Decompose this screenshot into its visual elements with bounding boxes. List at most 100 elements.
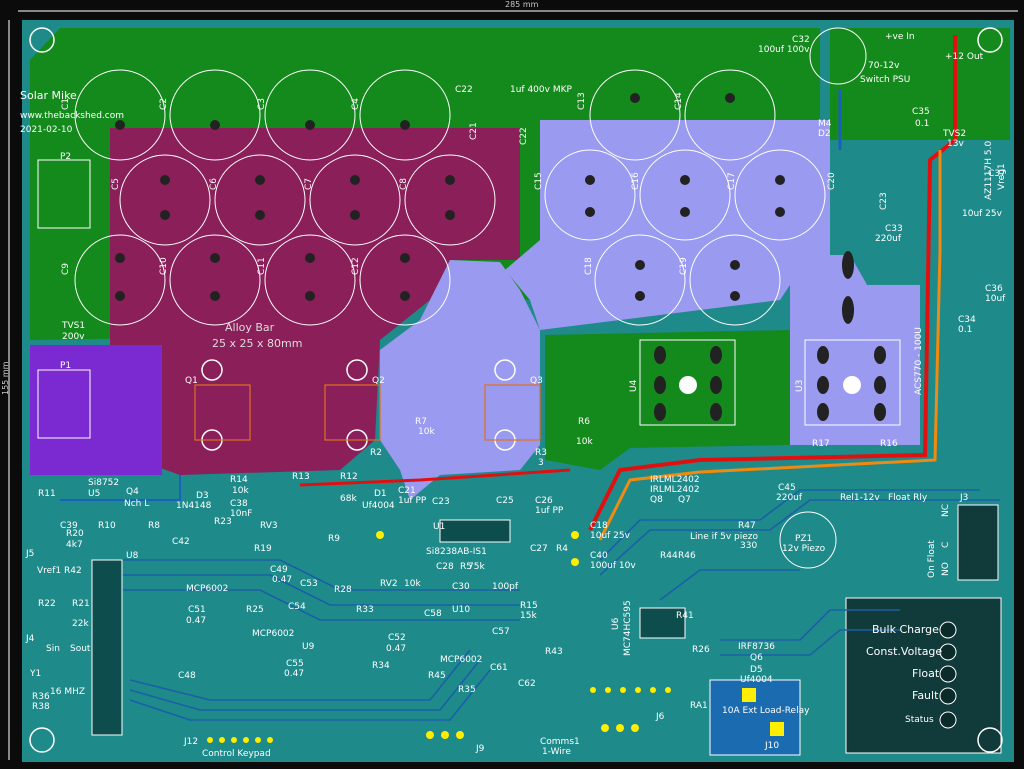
r19-label: R19 — [254, 544, 272, 554]
d2-label: D2 — [818, 129, 831, 139]
p1-label: P1 — [60, 361, 72, 371]
capacitor-designator: C16 — [631, 172, 641, 190]
r8-label: R8 — [148, 521, 160, 531]
capacitor-designator: C5 — [111, 177, 121, 190]
r46-label: R46 — [678, 551, 696, 561]
c33-value: 220uf — [875, 234, 902, 244]
c36-value: 10uf — [985, 294, 1006, 304]
c58-label: C58 — [424, 609, 442, 619]
p2-terminal — [37, 159, 91, 229]
capacitor-designator: C14 — [674, 92, 684, 110]
vref1-label: Vref1 — [37, 566, 62, 576]
u5-label: U5 — [88, 489, 101, 499]
j4-sin: Sin — [46, 644, 60, 654]
r9-label: R9 — [328, 534, 340, 544]
alloy-bar-title: Alloy Bar — [225, 321, 275, 334]
c45-value: 220uf — [776, 493, 803, 503]
c40-value: 100uf 10v — [590, 561, 636, 571]
ic-outlines — [91, 519, 686, 736]
u3-label: U3 — [795, 379, 805, 392]
u10-label: U10 — [452, 605, 471, 615]
j12-label: J12 — [184, 737, 199, 747]
c54-label: C54 — [288, 602, 306, 612]
c18-value: 10uf 25v — [590, 531, 630, 541]
c33-label: C33 — [885, 224, 903, 234]
piezo-note: Line if 5v piezo — [690, 532, 759, 542]
r28-label: R28 — [334, 585, 352, 595]
r14-label: R14 — [230, 475, 248, 485]
capacitor-designator: C11 — [257, 257, 267, 275]
tvs2-label: TVS2 — [943, 129, 967, 139]
j4-label: J4 — [26, 634, 35, 644]
u3-hole — [843, 376, 861, 394]
status-leds — [939, 621, 957, 729]
mounting-holes — [29, 27, 1003, 753]
c28-label: C28 — [436, 562, 454, 572]
u4-hole — [679, 376, 697, 394]
d3-value: 1N4148 — [176, 501, 212, 511]
ra1-label: RA1 — [690, 701, 708, 711]
d1-label: D1 — [374, 489, 387, 499]
signal-traces — [120, 489, 1000, 721]
c30-value: 100pf — [492, 582, 519, 592]
comms1-label: Comms1 — [540, 737, 580, 747]
c23-label: C23 — [432, 497, 450, 507]
capacitor-designator: C22 — [519, 127, 529, 145]
irlml-b-label: IRLML2402 — [650, 485, 700, 495]
c51-value: 0.47 — [186, 616, 207, 626]
u9-label: U9 — [302, 642, 315, 652]
psu-out-label: +12 Out — [945, 52, 984, 62]
r45-label: R45 — [428, 671, 446, 681]
r5-value: 75k — [468, 562, 485, 572]
led-bulk-charge: Bulk Charge — [872, 623, 939, 636]
ext-load-label: 10A Ext Load-Relay — [722, 706, 810, 716]
c22-label: C22 — [455, 85, 473, 95]
tvs1-label: TVS1 — [62, 321, 86, 331]
r7-value: 10k — [418, 427, 435, 437]
r7-label: R7 — [415, 417, 427, 427]
r20-value: 4k7 — [66, 540, 83, 550]
p1-terminal — [37, 369, 91, 439]
r26-label: R26 — [692, 645, 710, 655]
capacitor-designator: C19 — [679, 257, 689, 275]
u4-label: U4 — [629, 379, 639, 392]
r6-label: R6 — [578, 417, 590, 427]
r16-label: R16 — [880, 439, 898, 449]
capacitor-designator: C3 — [257, 97, 267, 110]
c25-label: C25 — [496, 496, 514, 506]
c61-label: C61 — [490, 663, 508, 673]
r2-label: R2 — [370, 448, 382, 458]
c48-label: C48 — [178, 671, 196, 681]
r20-label: R20 — [66, 529, 84, 539]
c52-value: 0.47 — [386, 644, 407, 654]
pz1-label: PZ1 — [795, 534, 813, 544]
alloy-bar-dims: 25 x 25 x 80mm — [212, 337, 303, 350]
c49-label: C49 — [270, 565, 288, 575]
r21-label: R21 — [72, 599, 90, 609]
r3-value: 3 — [538, 458, 544, 468]
r13-label: R13 — [292, 472, 310, 482]
q1-label: Q1 — [185, 376, 198, 386]
author-label: Solar Mike — [20, 89, 77, 102]
no-label: NO — [941, 562, 951, 576]
si8752-label: Si8752 — [88, 478, 120, 488]
u6-label: U6 — [611, 617, 621, 630]
c38-label: C38 — [230, 499, 248, 509]
c26-label: C26 — [535, 496, 553, 506]
c35-label: C35 — [912, 107, 930, 117]
r15-label: R15 — [520, 601, 538, 611]
pin-headers — [207, 531, 671, 743]
c38-value: 10nF — [230, 509, 253, 519]
p2-label: P2 — [60, 152, 72, 162]
led-fault: Fault — [912, 689, 939, 702]
r38-label: R38 — [32, 702, 50, 712]
q2-label: Q2 — [372, 376, 385, 386]
r41-label: R41 — [676, 611, 694, 621]
c22-value: 1uf 400v MKP — [510, 85, 572, 95]
capacitor-designator: C20 — [827, 172, 837, 190]
j3-terminal — [957, 504, 999, 581]
c26-value: 1uf PP — [535, 506, 564, 516]
y1-label: Y1 — [30, 669, 42, 679]
r36-label: R36 — [32, 692, 50, 702]
width-dimension-label: 285 mm — [505, 0, 539, 9]
